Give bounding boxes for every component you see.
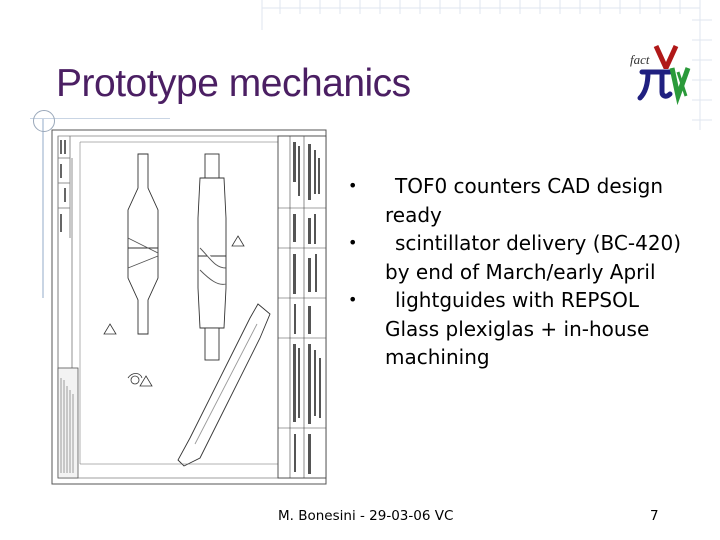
bullet-text: scintillator delivery (BC-420) by end of…: [385, 231, 682, 284]
bullet-dot: •: [348, 233, 358, 252]
bullet-item: • lightguides with REPSOL Glass plexigla…: [348, 286, 688, 372]
fact-logo: fact: [630, 44, 691, 106]
bullet-dot: •: [348, 176, 358, 195]
slide-footer: M. Bonesini - 29-03-06 VC: [278, 508, 454, 524]
bullet-item: • TOF0 counters CAD design ready: [348, 172, 688, 229]
page-number: 7: [650, 508, 659, 524]
decorative-circle: [33, 110, 55, 132]
decorative-vertical-rule: [42, 118, 44, 298]
bullet-list: • TOF0 counters CAD design ready • scint…: [348, 172, 688, 372]
slide-title: Prototype mechanics: [56, 62, 411, 105]
bullet-text: lightguides with REPSOL Glass plexiglas …: [385, 288, 650, 369]
decorative-horizontal-rule: [30, 118, 170, 119]
logo-text: fact: [630, 52, 650, 67]
bullet-text: TOF0 counters CAD design ready: [385, 174, 664, 227]
bullet-item: • scintillator delivery (BC-420) by end …: [348, 229, 688, 286]
bullet-dot: •: [348, 290, 358, 309]
cad-drawing: [51, 129, 327, 485]
